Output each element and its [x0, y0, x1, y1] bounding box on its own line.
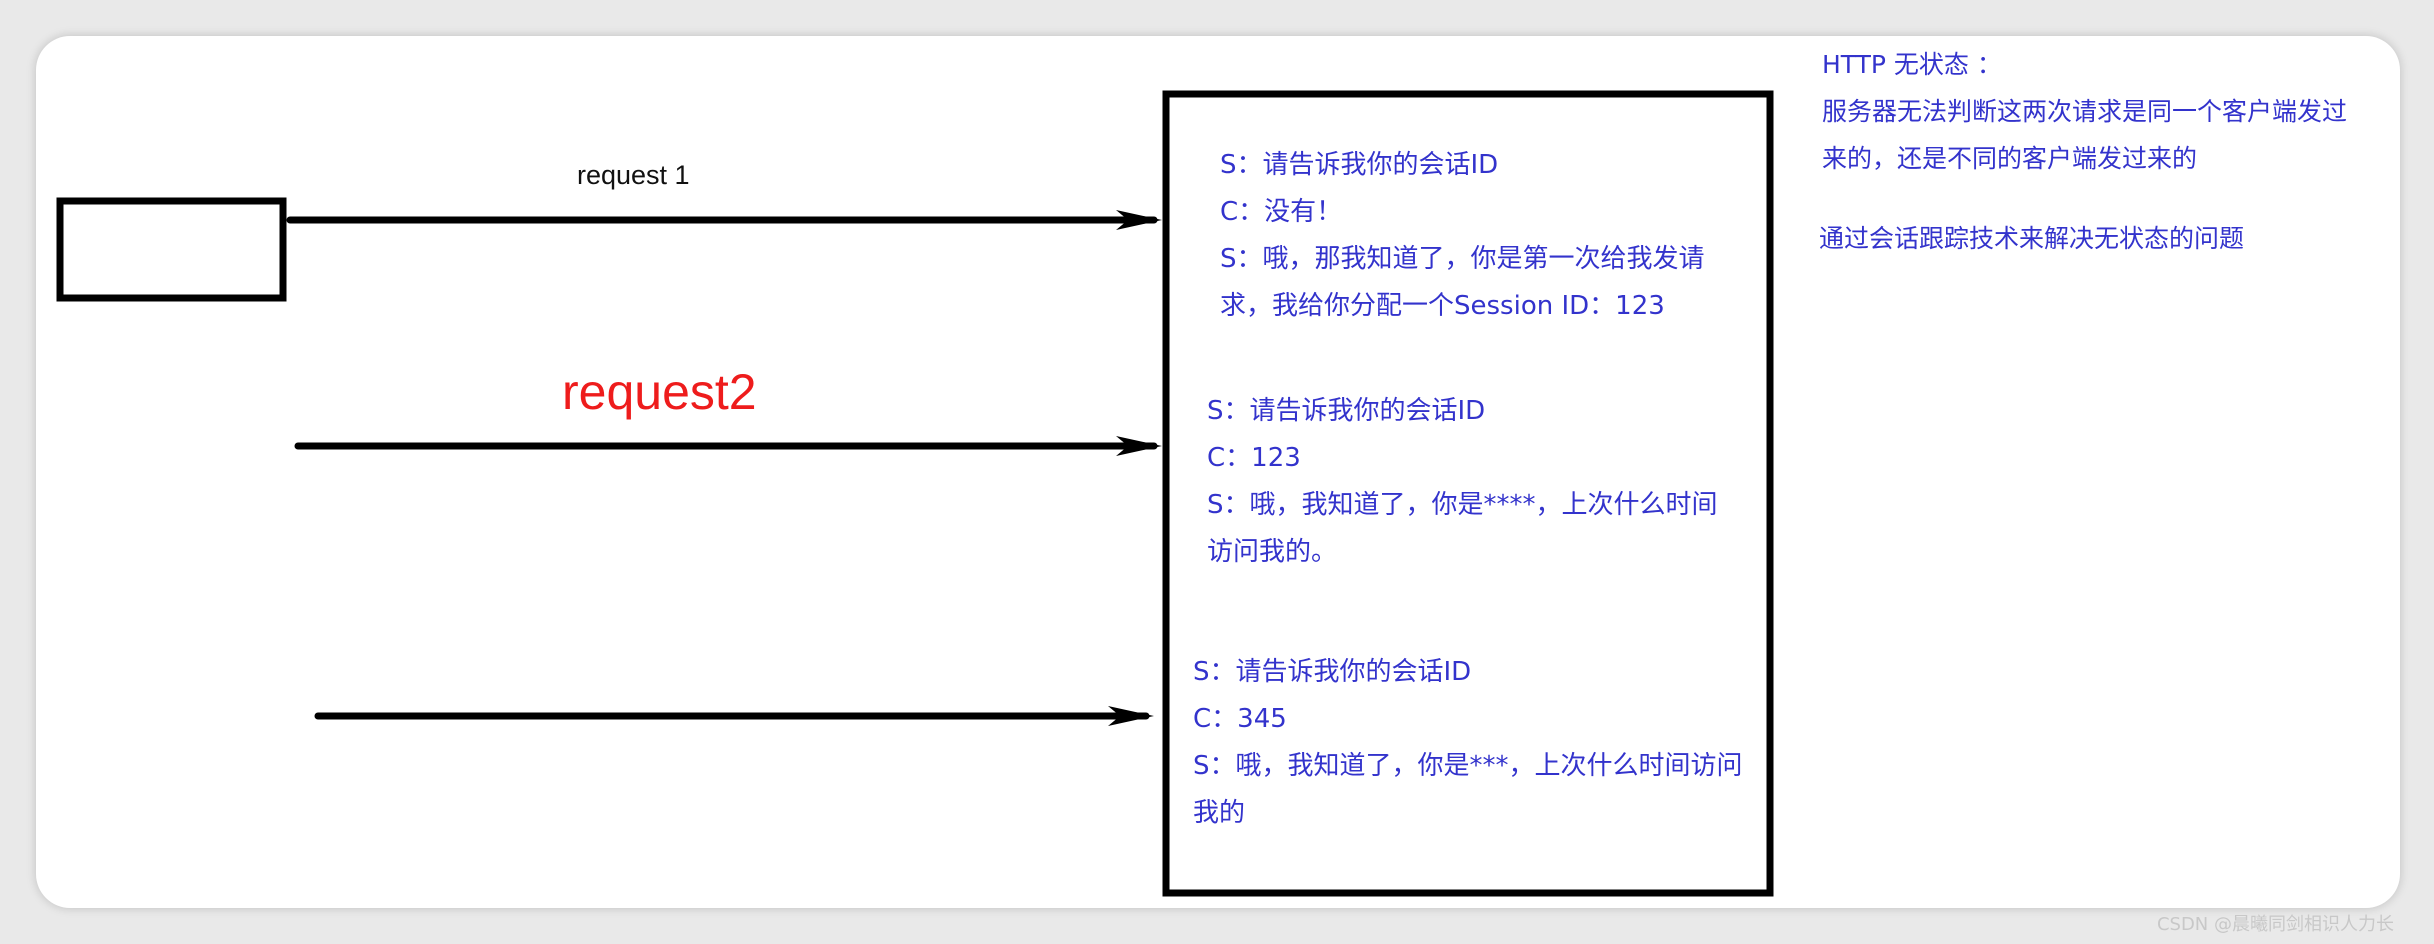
server-box	[1162, 90, 1774, 897]
dialog-3-line-1: S：请告诉我你的会话ID	[1193, 657, 1472, 687]
dialog-3: S：请告诉我你的会话ID C：345 S：哦，我知道了，你是***，上次什么时间…	[1193, 649, 1743, 837]
session-tracking-note: 通过会话跟踪技术来解决无状态的问题	[1819, 224, 2245, 253]
dialog-1-line-3: S：哦，那我知道了，你是第一次给我发请	[1220, 244, 1705, 274]
request-3-arrowhead	[1108, 706, 1154, 726]
http-stateless-line-2: 来的，还是不同的客户端发过来的	[1822, 144, 2198, 173]
dialog-2-line-3: S：哦，我知道了，你是****，上次什么时间	[1207, 490, 1718, 520]
diagram-canvas: request 1 request2 S：请告诉我你的会话ID C：没有！ S：…	[36, 36, 2400, 908]
diagram-graphics	[56, 90, 1774, 897]
http-stateless-title: HTTP 无状态 ：	[1822, 50, 2002, 79]
dialog-3-line-3: S：哦，我知道了，你是***，上次什么时间访问	[1193, 751, 1743, 781]
dialog-3-line-4: 我的	[1193, 798, 1246, 828]
request-2-arrowhead	[1116, 436, 1162, 456]
request-1-label: request 1	[577, 160, 690, 190]
dialog-2: S：请告诉我你的会话ID C：123 S：哦，我知道了，你是****，上次什么时…	[1207, 388, 1718, 576]
client-box	[56, 197, 287, 302]
dialog-3-line-2: C：345	[1193, 704, 1287, 734]
http-stateless-line-1: 服务器无法判断这两次请求是同一个客户端发过	[1822, 97, 2348, 126]
request-2-label: request2	[562, 364, 757, 420]
request-1-arrowhead	[1116, 210, 1162, 230]
dialog-1: S：请告诉我你的会话ID C：没有！ S：哦，那我知道了，你是第一次给我发请 求…	[1220, 142, 1705, 330]
watermark: CSDN @晨曦同剑相识人力长	[2156, 914, 2394, 935]
dialog-2-line-2: C：123	[1207, 443, 1301, 473]
dialog-1-line-1: S：请告诉我你的会话ID	[1220, 150, 1499, 180]
dialog-2-line-4: 访问我的。	[1207, 537, 1338, 567]
dialog-1-line-4: 求，我给你分配一个Session ID：123	[1220, 291, 1665, 321]
dialog-2-line-1: S：请告诉我你的会话ID	[1207, 396, 1486, 426]
dialog-1-line-2: C：没有！	[1220, 197, 1343, 227]
